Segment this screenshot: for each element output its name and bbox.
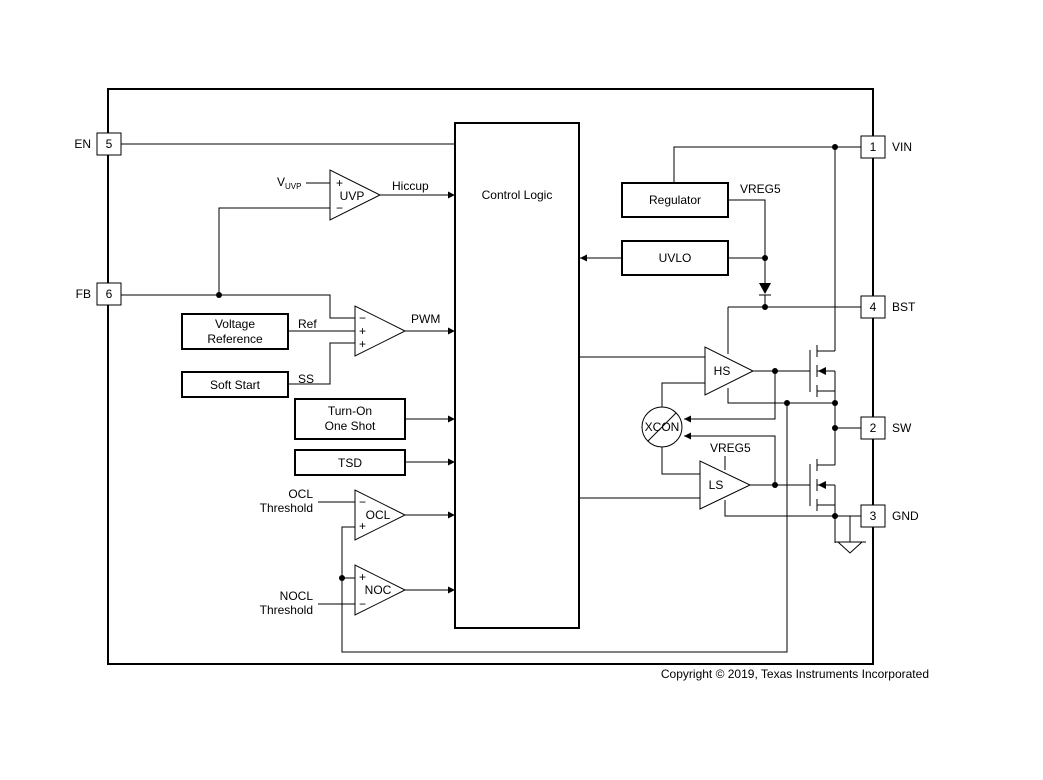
pin-sw-label: SW	[892, 421, 912, 435]
ocl-threshold-line1: OCL	[288, 487, 313, 501]
pin-fb: 6 FB	[76, 282, 122, 306]
pin-vin-label: VIN	[892, 140, 912, 154]
vreg5-top-label: VREG5	[740, 182, 781, 196]
nocl-threshold-line2: Threshold	[260, 603, 313, 617]
pin-bst-number: 4	[870, 300, 877, 314]
vreg5-ls-label: VREG5	[710, 441, 751, 455]
pin-bst: 4 BST	[860, 295, 916, 319]
uvp-label: UVP	[340, 189, 365, 203]
hiccup-label: Hiccup	[392, 179, 429, 193]
hs-driver: HS	[704, 346, 755, 396]
soft-start-label: Soft Start	[210, 378, 261, 392]
svg-text:−: −	[359, 597, 366, 611]
pin-vin: 1 VIN	[860, 135, 912, 159]
svg-text:+: +	[359, 337, 366, 351]
ss-label: SS	[298, 372, 314, 386]
ocl-label: OCL	[366, 508, 391, 522]
ocl-comparator: − + OCL	[354, 489, 407, 541]
pin-en-number: 5	[106, 137, 113, 151]
pin-gnd: 3 GND	[860, 504, 919, 528]
noc-comparator: + − NOC	[354, 564, 407, 616]
svg-text:+: +	[359, 519, 366, 533]
svg-text:+: +	[359, 570, 366, 584]
tsd-label: TSD	[338, 456, 362, 470]
svg-text:−: −	[336, 201, 343, 215]
hs-label: HS	[714, 364, 731, 378]
bootstrap-diode	[759, 258, 771, 307]
pin-sw: 2 SW	[860, 416, 912, 440]
svg-text:−: −	[359, 495, 366, 509]
ls-driver: LS	[699, 460, 752, 510]
uvp-comparator: + − UVP	[329, 169, 382, 221]
hs-mosfet	[809, 345, 836, 397]
pin-fb-label: FB	[76, 287, 91, 301]
regulator-label: Regulator	[649, 193, 701, 207]
xcon-block: XCON	[641, 406, 683, 448]
voltage-reference-line1: Voltage	[215, 317, 255, 331]
noc-label: NOC	[365, 583, 392, 597]
vuvp-subscript: UVP	[285, 182, 301, 191]
pwm-label: PWM	[411, 312, 440, 326]
turn-on-line2: One Shot	[325, 419, 376, 433]
voltage-reference-line2: Reference	[207, 332, 263, 346]
uvlo-label: UVLO	[659, 251, 692, 265]
pin-gnd-label: GND	[892, 509, 919, 523]
copyright-text: Copyright © 2019, Texas Instruments Inco…	[661, 667, 929, 681]
pin-sw-number: 2	[870, 421, 877, 435]
pin-gnd-number: 3	[870, 509, 877, 523]
voltage-reference-block	[181, 313, 289, 350]
svg-text:−: −	[359, 311, 366, 325]
control-logic-block	[454, 122, 580, 629]
pin-vin-number: 1	[870, 140, 877, 154]
ls-label: LS	[709, 478, 724, 492]
ground-symbol	[835, 516, 866, 554]
svg-text:+: +	[359, 324, 366, 338]
turn-on-line1: Turn-On	[328, 404, 372, 418]
pin-fb-number: 6	[106, 287, 113, 301]
ocl-threshold-line2: Threshold	[260, 501, 313, 515]
uvlo-block	[621, 240, 729, 276]
ref-label: Ref	[298, 317, 317, 331]
pin-en: 5 EN	[74, 132, 122, 156]
xcon-label: XCON	[645, 420, 680, 434]
vuvp-label: V	[277, 175, 285, 189]
svg-text:+: +	[336, 176, 343, 190]
pin-en-label: EN	[74, 137, 91, 151]
pin-bst-label: BST	[892, 300, 916, 314]
nocl-threshold-line1: NOCL	[280, 589, 314, 603]
turn-on-one-shot-block	[294, 398, 406, 440]
control-logic-label: Control Logic	[482, 188, 553, 202]
